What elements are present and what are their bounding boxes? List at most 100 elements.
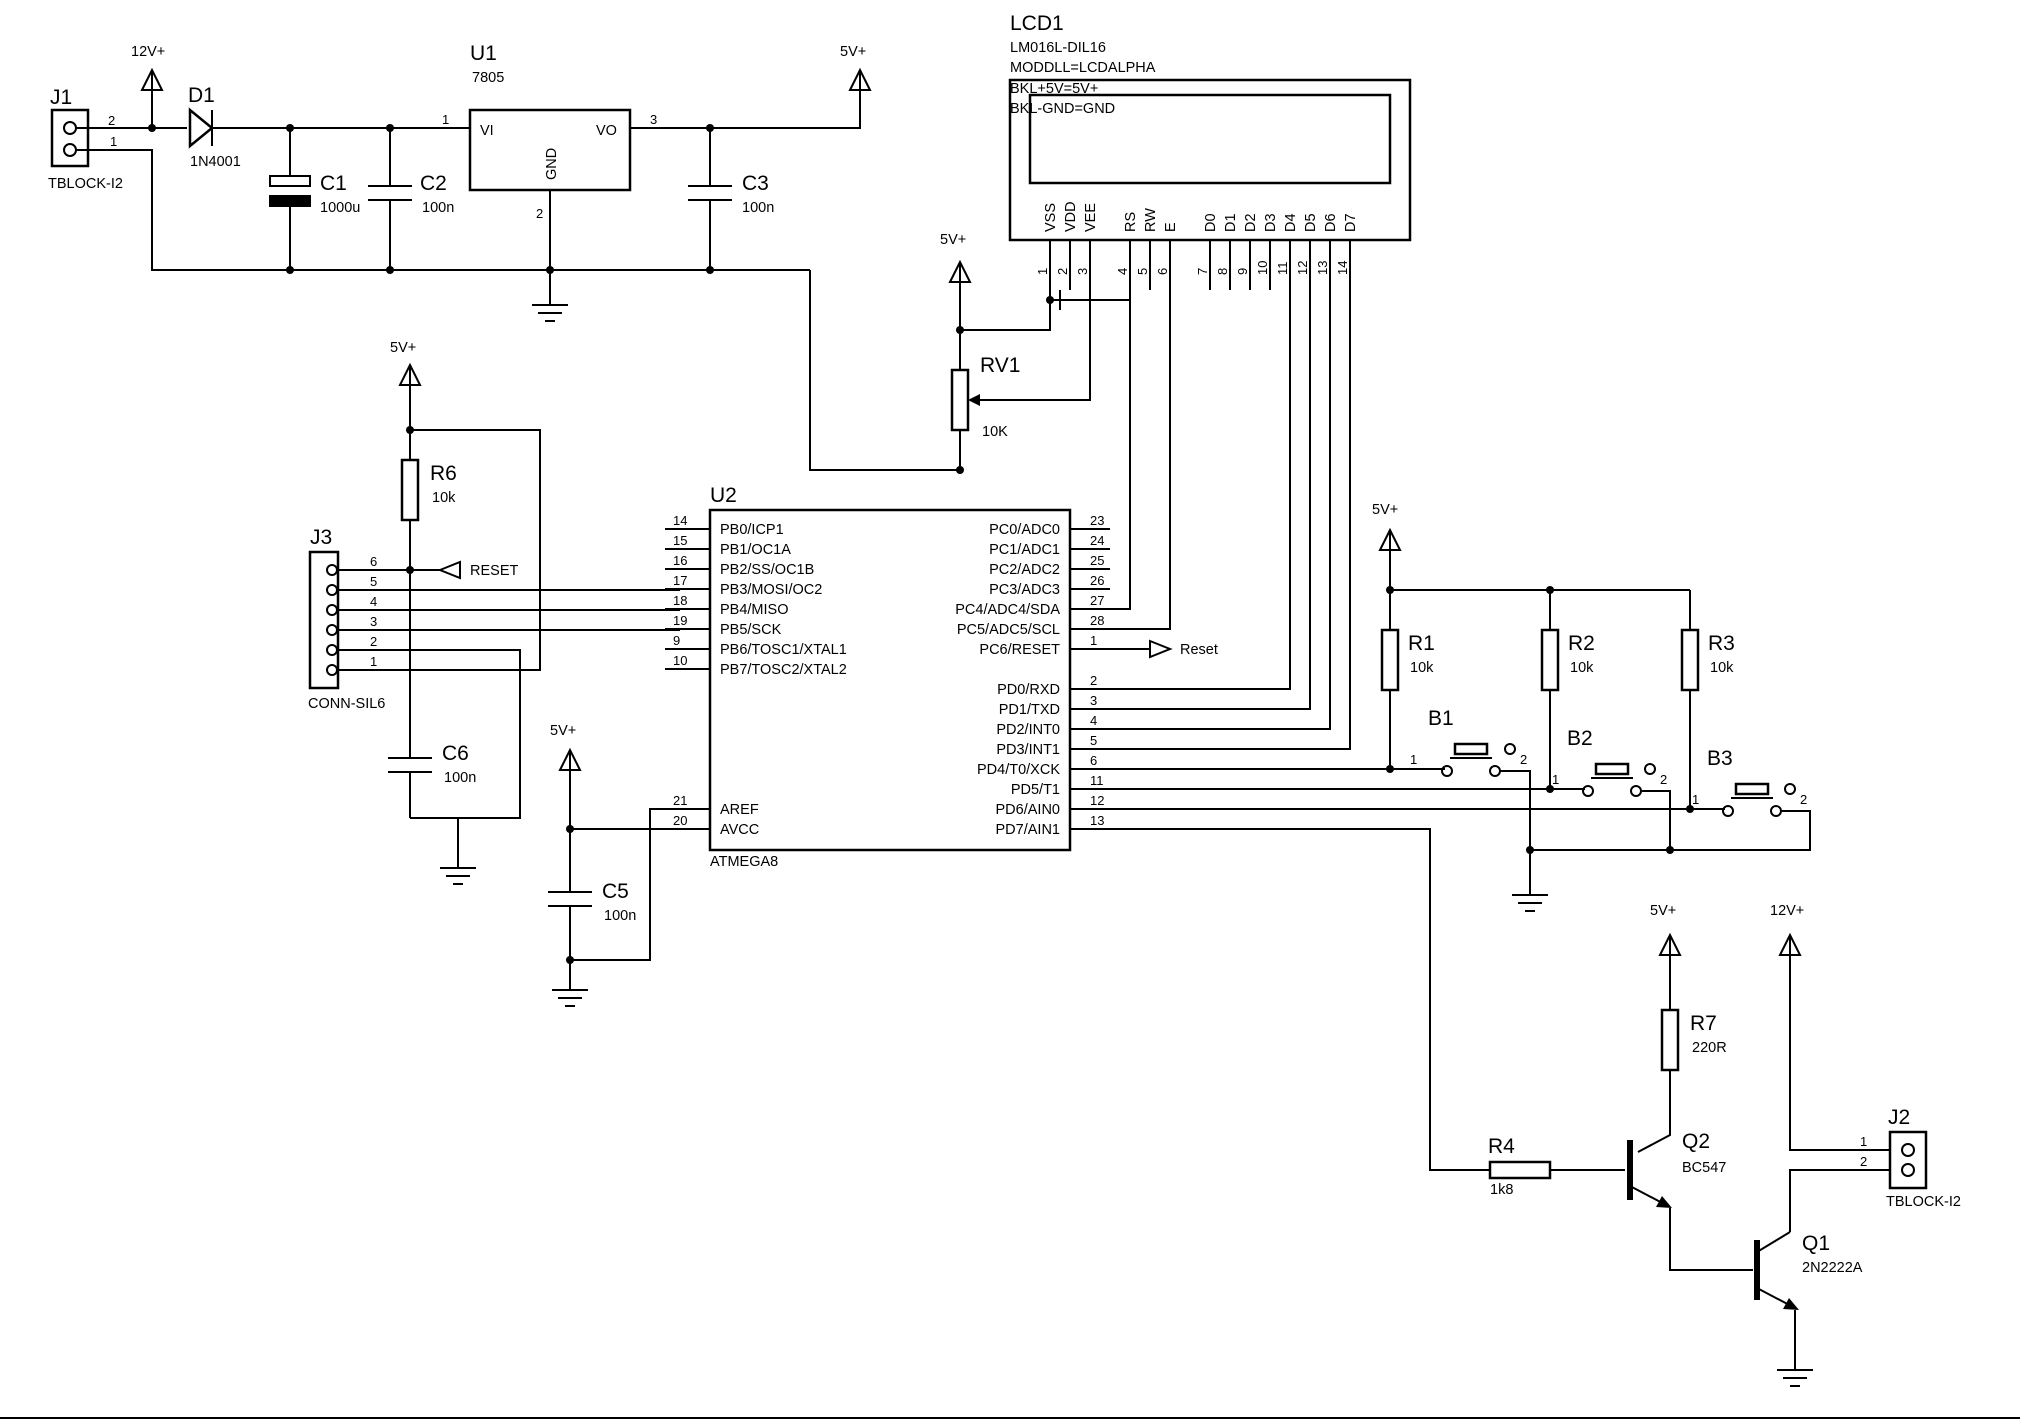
u2-pin-name: AREF	[720, 802, 759, 818]
button-actuator-icon	[1504, 743, 1516, 755]
u2-pin-name: PB4/MISO	[720, 602, 789, 618]
lcd-pin-name: VEE	[1083, 203, 1099, 232]
lcd-pin-name: D5	[1303, 213, 1319, 232]
u2-pin-name: PD6/AIN0	[996, 802, 1060, 818]
u2-pin-name: PD3/INT1	[996, 742, 1060, 758]
d1-ref: D1	[188, 84, 215, 107]
r4-value: 1k8	[1490, 1182, 1513, 1198]
j1-pin1-number: 1	[110, 134, 117, 149]
lcd-pin-number: 5	[1135, 268, 1150, 275]
u2-pin-name: PD5/T1	[1011, 782, 1060, 798]
lcd-pin-number: 1	[1035, 268, 1050, 275]
u2-pin-number: 21	[673, 793, 687, 808]
cap-plate-pos	[269, 175, 311, 187]
power-5v-label: 5V+	[840, 44, 866, 60]
b1-pin2-number: 2	[1520, 752, 1527, 767]
j2-value: TBLOCK-I2	[1886, 1194, 1961, 1210]
lcd-pin-name: D4	[1283, 213, 1299, 232]
lcd1-prop-moddll: MODDLL=LCDALPHA	[1010, 60, 1156, 76]
lcd-pin-number: 12	[1295, 261, 1310, 275]
u2-pin-number: 9	[673, 633, 680, 648]
u2-pin-name: PC3/ADC3	[989, 582, 1060, 598]
u1-regulator: U1 7805 VI VO GND 1 3 2	[442, 42, 657, 221]
u2-pin-name: PD0/RXD	[997, 682, 1060, 698]
u2-pin-name: PD1/TXD	[999, 702, 1060, 718]
net-label-arrow-icon	[437, 560, 461, 580]
lcd-pin-name: D6	[1323, 213, 1339, 232]
power-12v-j2: 12V+	[1770, 903, 1804, 956]
r1-ref: R1	[1408, 632, 1435, 655]
c1-ref: C1	[320, 172, 347, 195]
j1-ref: J1	[50, 86, 72, 109]
junction-dot	[956, 466, 964, 474]
c3-ref: C3	[742, 172, 769, 195]
j1-terminal-block: J1 TBLOCK-I2 2 1	[48, 86, 123, 192]
lcd-pin-number: 4	[1115, 268, 1130, 275]
ground-icon	[1512, 894, 1548, 912]
u2-pin-name: PC1/ADC1	[989, 542, 1060, 558]
j3-pin-terminal	[326, 644, 338, 656]
power-5v-label: 5V+	[1372, 502, 1398, 518]
q2-ref: Q2	[1682, 1130, 1710, 1153]
lcd-pin-number: 14	[1335, 261, 1350, 275]
lcd-pin-number: 7	[1195, 268, 1210, 275]
j3-pin-number: 4	[370, 594, 377, 609]
power-arrow-icon	[140, 67, 164, 91]
lcd1-prop-bkl-gnd: BKL-GND=GND	[1010, 101, 1115, 117]
r3-resistor: R3 10k	[1680, 590, 1735, 809]
power-5v-buttons: 5V+	[1372, 502, 1402, 551]
ground-icon	[440, 867, 476, 885]
u1-pin2-number: 2	[536, 206, 543, 221]
junction-dot	[956, 326, 964, 334]
r1-resistor: R1 10k	[1380, 590, 1435, 769]
r2-value: 10k	[1570, 660, 1594, 676]
u2-pin-number: 1	[1090, 633, 1097, 648]
u1-ref: U1	[470, 42, 497, 65]
net-reset-label: RESET	[470, 563, 518, 579]
u2-pin-number: 11	[1090, 773, 1104, 788]
j3-pin-number: 2	[370, 634, 377, 649]
c2-ref: C2	[420, 172, 447, 195]
power-5v-rv1: 5V+	[940, 232, 972, 283]
power-5v-r6: 5V+	[390, 340, 422, 386]
j2-terminal-block: J2 TBLOCK-I2 1 2	[1860, 1106, 1961, 1210]
r2-ref: R2	[1568, 632, 1595, 655]
c6-ref: C6	[442, 742, 469, 765]
button-actuator-icon	[1784, 783, 1796, 795]
c5-ref: C5	[602, 880, 629, 903]
wire-q1c-j2	[1789, 1169, 1890, 1232]
b1-pushbutton: B1 1 2	[1410, 707, 1527, 777]
j2-pin2-number: 2	[1860, 1154, 1867, 1169]
wire-gnd-rail	[76, 149, 810, 271]
lcd-pin-number: 10	[1255, 261, 1270, 275]
wire-j3-gnd	[338, 649, 521, 819]
lcd-pin-name: D3	[1263, 213, 1279, 232]
u1-pin1-number: 1	[442, 112, 449, 127]
lcd-pin-number: 8	[1215, 268, 1230, 275]
j3-pin-number: 1	[370, 654, 377, 669]
u2-pin-number: 10	[673, 653, 687, 668]
b3-ref: B3	[1707, 747, 1733, 770]
wire-lcd-e	[1110, 290, 1171, 630]
j3-pin-number: 6	[370, 554, 377, 569]
j3-pin-terminal	[326, 604, 338, 616]
rv1-potentiometer: RV1 10K	[950, 354, 1090, 440]
u2-pin-name: AVCC	[720, 822, 759, 838]
emitter-arrow-icon	[1783, 1298, 1799, 1310]
u2-pin-name: PB0/ICP1	[720, 522, 784, 538]
b3-pin1-number: 1	[1692, 792, 1699, 807]
r2-resistor: R2 10k	[1540, 590, 1595, 789]
u2-pin-number: 14	[673, 513, 687, 528]
wire-u1-5v	[630, 70, 861, 129]
junction-dot	[1546, 785, 1554, 793]
u2-pin-name: PB2/SS/OC1B	[720, 562, 814, 578]
b1-ref: B1	[1428, 707, 1454, 730]
j2-pin1-number: 1	[1860, 1134, 1867, 1149]
lcd-pin-name: VDD	[1063, 201, 1079, 232]
rv1-value: 10K	[982, 424, 1008, 440]
wire-b1-gnd	[1500, 770, 1531, 850]
c1-value: 1000u	[320, 200, 360, 216]
u2-left-pins: 14PB0/ICP115PB1/OC1A16PB2/SS/OC1B17PB3/M…	[665, 513, 847, 838]
r3-value: 10k	[1710, 660, 1734, 676]
